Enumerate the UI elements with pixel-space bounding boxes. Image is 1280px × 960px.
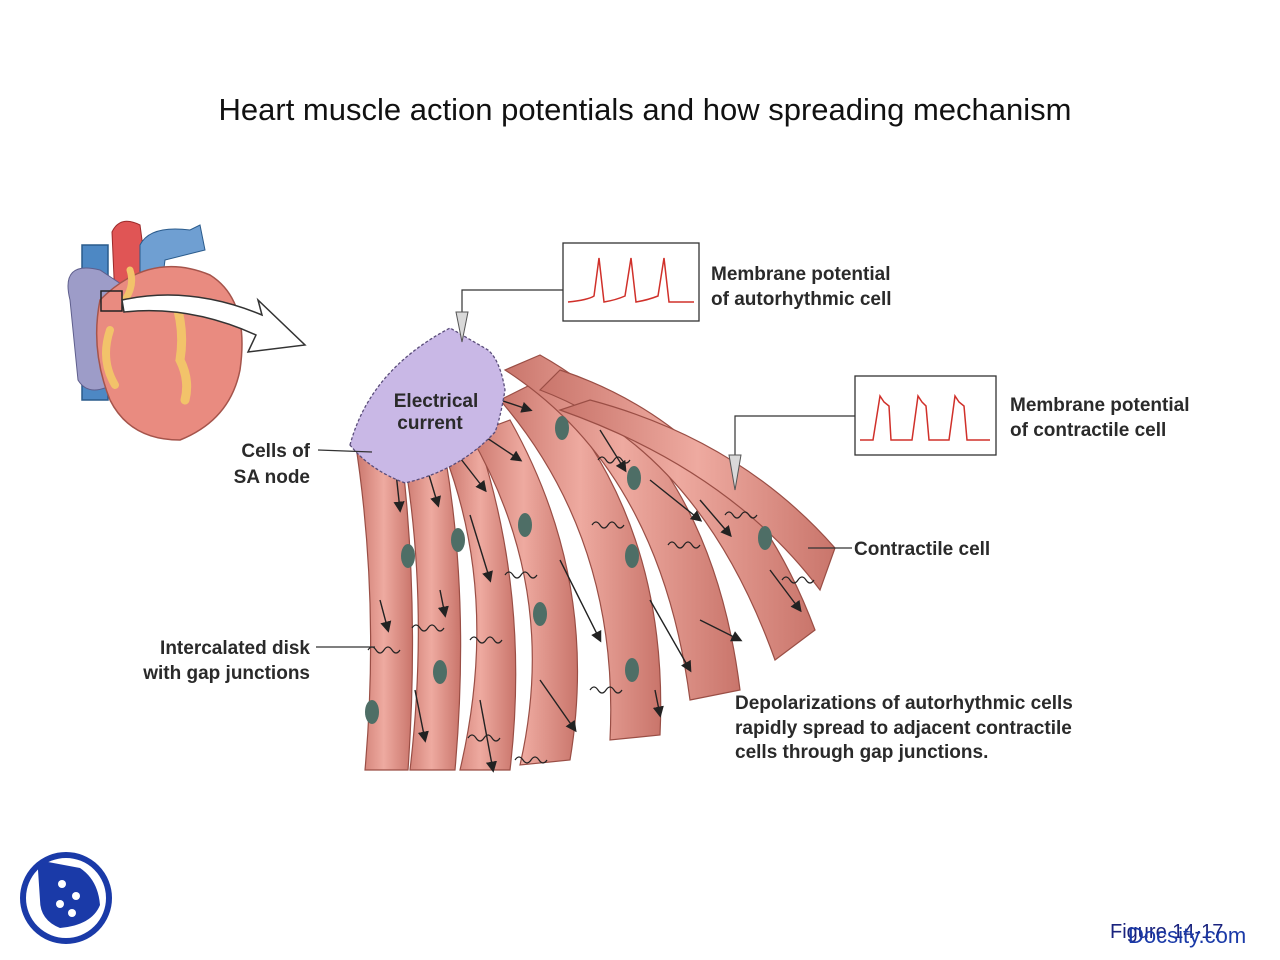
intercalated-disk-label-2: with gap junctions [142, 663, 310, 684]
autorhythmic-trace-box [562, 242, 700, 322]
sa-node-label-2: SA node [234, 467, 310, 488]
figure-reference: Figure 14-17 [1110, 921, 1223, 943]
membrane-autorhythmic-label-1: Membrane potential [711, 264, 890, 285]
docsity-watermark: Docsity.com [1128, 923, 1246, 948]
zoom-arrow [121, 294, 307, 353]
membrane-contractile-label-2: of contractile cell [1010, 420, 1166, 441]
docsity-logo-icon [20, 852, 112, 944]
slide-title: Heart muscle action potentials and how s… [218, 92, 1072, 127]
heart-illustration [67, 220, 243, 441]
intercalated-disk-label-1: Intercalated disk [160, 638, 310, 659]
electrical-current-label-2: current [397, 413, 463, 434]
sa-node-leader [317, 449, 373, 453]
sa-node-region [349, 327, 506, 484]
cardiac-muscle-fibers [354, 354, 836, 773]
electrical-current-label-1: Electrical [394, 391, 479, 412]
caption-line-2: rapidly spread to adjacent contractile [735, 718, 1072, 739]
caption-line-1: Depolarizations of autorhythmic cells [735, 693, 1073, 714]
contractile-trace-box [854, 375, 997, 456]
membrane-autorhythmic-label-2: of autorhythmic cell [711, 289, 892, 310]
sa-node-label-1: Cells of [241, 441, 310, 462]
contractile-cell-label: Contractile cell [854, 539, 990, 560]
membrane-contractile-label-1: Membrane potential [1010, 395, 1189, 416]
caption-line-3: cells through gap junctions. [735, 742, 988, 763]
